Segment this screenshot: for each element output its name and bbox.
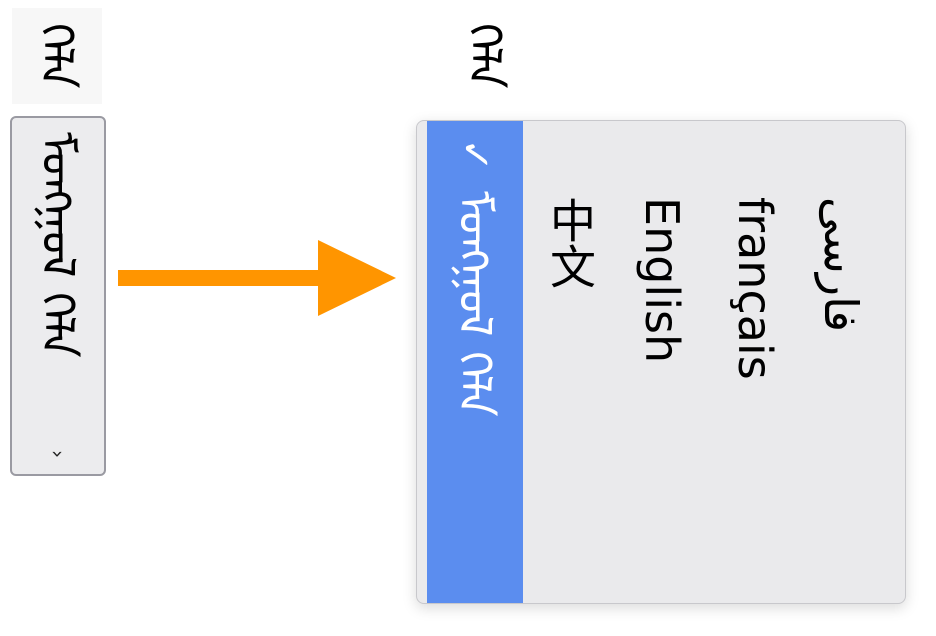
arrow-head [318, 240, 396, 316]
chevron-down-icon: › [46, 450, 70, 458]
language-select[interactable]: ᠮᠣᠩᠭᠣᠯ ᠬᠡᠯᠡ › [10, 116, 106, 476]
option-label: 中文 [543, 197, 597, 289]
option-label: English [635, 197, 689, 364]
option-label: ᠮᠣᠩᠭᠣᠯ ᠬᠡᠯᠡ [448, 191, 502, 417]
dropdown-option-chinese[interactable]: 中文 [525, 121, 615, 603]
checkmark-icon: ✓ [451, 138, 498, 172]
arrow-shaft [118, 270, 324, 286]
dropdown-option-persian[interactable]: فارسی [793, 121, 889, 603]
arrow-right-icon [118, 240, 396, 316]
language-label-open: ᠬᠡᠯᠡ [440, 8, 530, 104]
language-label-open-text: ᠬᠡᠯᠡ [458, 23, 512, 89]
language-select-value-wrap: ᠮᠣᠩᠭᠣᠯ ᠬᠡᠯᠡ [12, 132, 104, 432]
option-label: فارسی [814, 197, 868, 333]
language-label-text: ᠬᠡᠯᠡ [30, 23, 84, 89]
language-select-value: ᠮᠣᠩᠭᠣᠯ ᠬᠡᠯᠡ [31, 132, 85, 358]
language-dropdown-menu: ✓ ᠮᠣᠩᠭᠣᠯ ᠬᠡᠯᠡ 中文 English français فارسی [416, 120, 906, 604]
option-label: français [728, 197, 782, 380]
dropdown-option-mongolian[interactable]: ✓ ᠮᠣᠩᠭᠣᠯ ᠬᠡᠯᠡ [427, 121, 523, 603]
language-label: ᠬᠡᠯᠡ [12, 8, 102, 104]
dropdown-option-french[interactable]: français [707, 121, 803, 603]
dropdown-option-english[interactable]: English [617, 121, 707, 603]
